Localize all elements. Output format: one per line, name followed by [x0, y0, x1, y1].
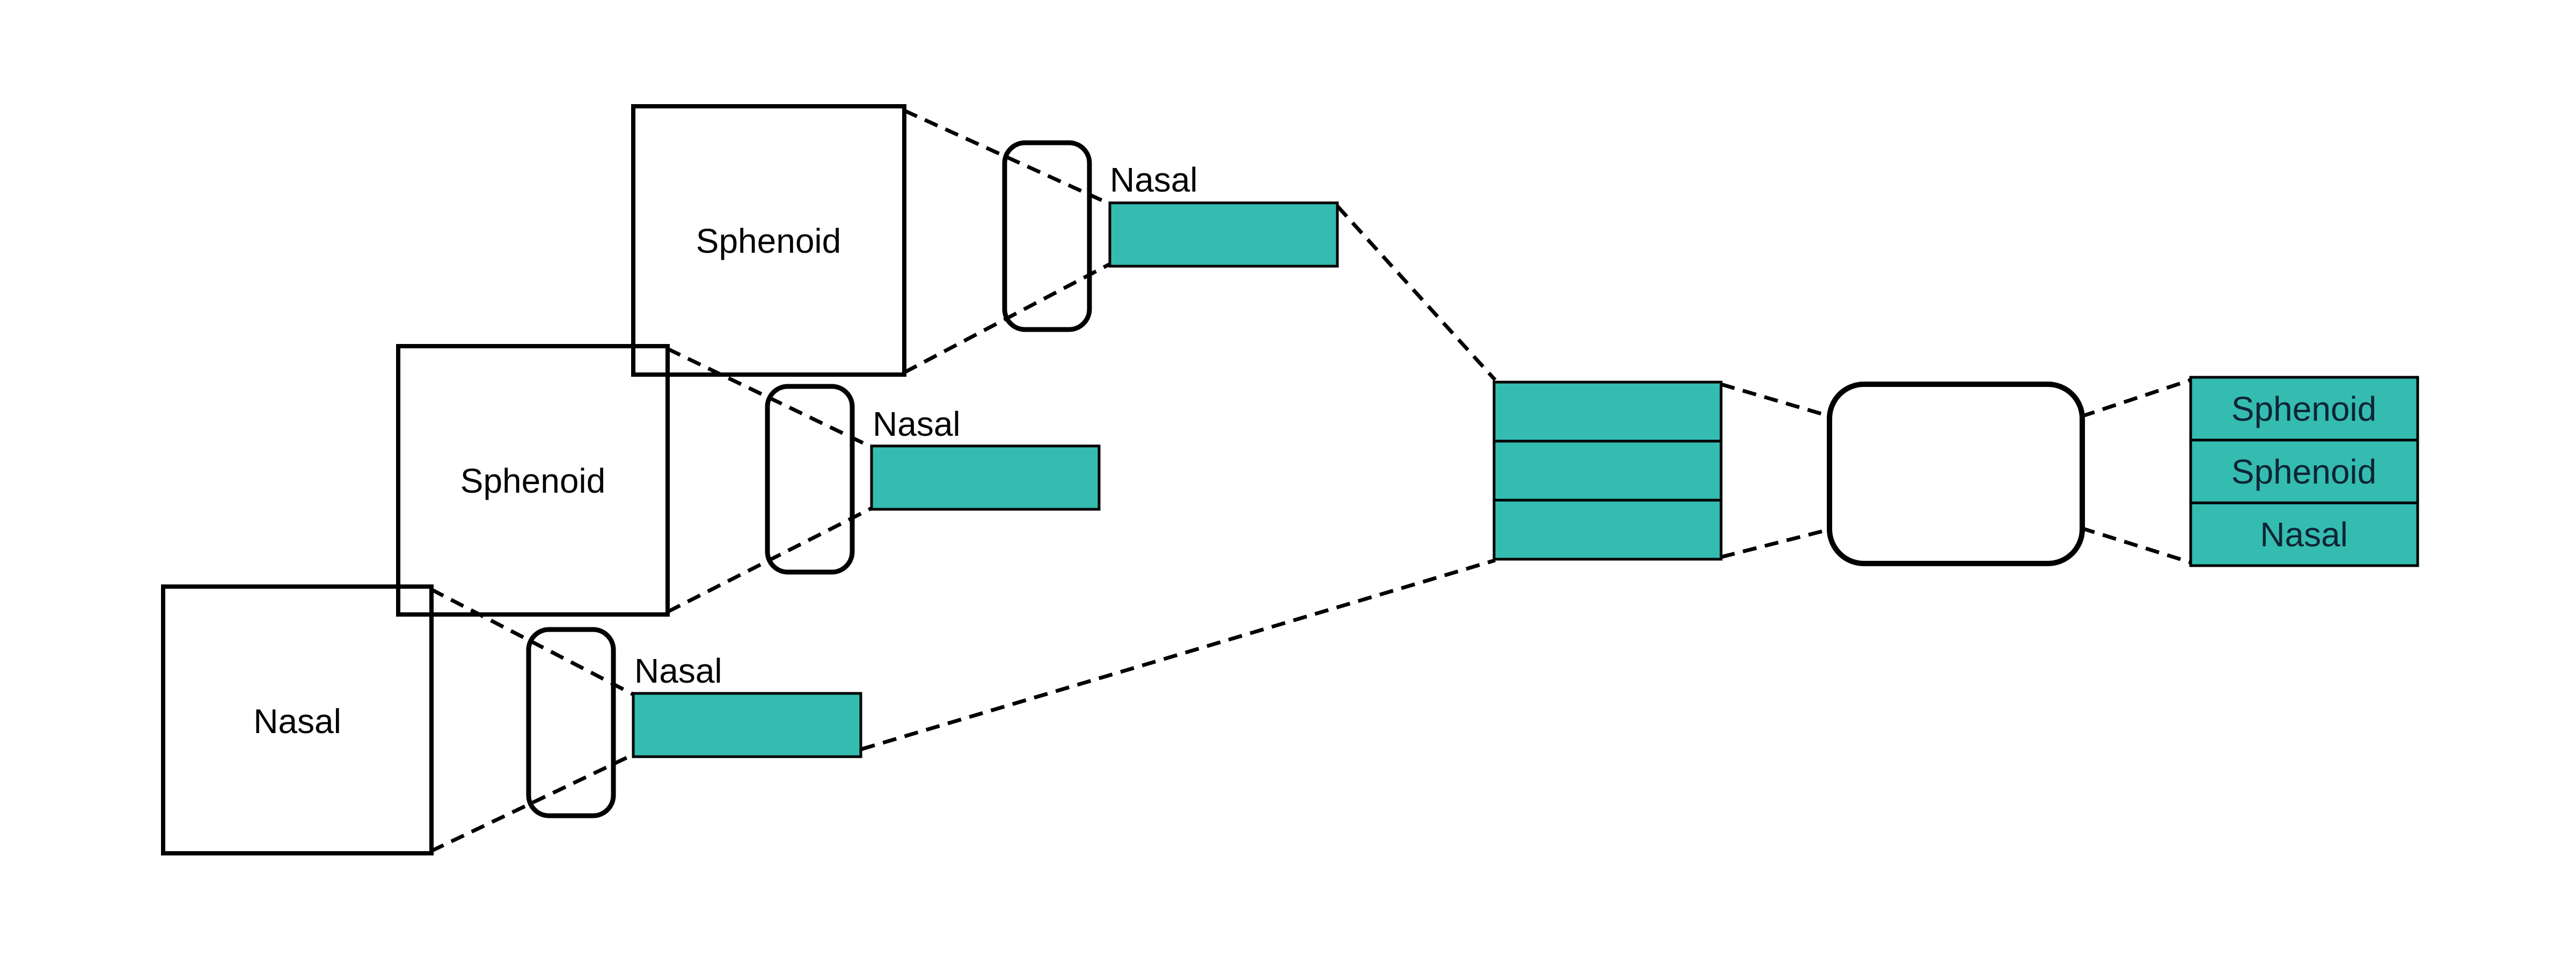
- connector-stack-classifier-bottom: [1721, 527, 1831, 559]
- input-square-label-3: Nasal: [253, 702, 341, 741]
- connector-square1-bar1-bottom: [903, 262, 1111, 375]
- patch-node-3: [526, 627, 616, 818]
- feature-bar-label-2: Nasal: [873, 405, 961, 443]
- connector-square3-bar3-bottom: [430, 752, 634, 853]
- connector-square2-bar2-top: [667, 347, 873, 449]
- patch-extractor-nodes: [526, 140, 1092, 818]
- input-square-nasal: [161, 584, 434, 855]
- stacked-feature-rect: [1492, 380, 1723, 561]
- feature-bars: [632, 201, 1339, 758]
- input-squares: [161, 104, 906, 855]
- connector-stack-classifier-top: [1721, 382, 1831, 419]
- prediction-row-label-1: Sphenoid: [2231, 390, 2376, 428]
- stacked-feature-box: [1492, 380, 1723, 561]
- connector-square1-bar1-top: [903, 108, 1111, 206]
- prediction-rect: [2189, 376, 2419, 567]
- feature-bar-label-3: Nasal: [634, 652, 722, 690]
- prediction-box: [2189, 376, 2419, 567]
- feature-bar-label-1: Nasal: [1110, 160, 1198, 199]
- prediction-row-label-3: Nasal: [2260, 515, 2348, 554]
- connector-bar3-stack: [861, 558, 1496, 751]
- patch-node-2: [765, 384, 855, 575]
- input-square-sphenoid-2: [396, 344, 670, 617]
- classifier-node: [1827, 382, 2085, 566]
- feature-bar-1: [1108, 201, 1339, 268]
- prediction-row-label-2: Sphenoid: [2231, 452, 2376, 491]
- connector-square3-bar3-top: [430, 587, 634, 697]
- connector-classifier-output-bottom: [2080, 526, 2192, 565]
- input-square-sphenoid-1: [631, 104, 906, 377]
- input-square-label-2: Sphenoid: [460, 462, 605, 500]
- connector-classifier-output-top: [2080, 378, 2192, 419]
- connectors: [430, 108, 2192, 853]
- input-square-label-1: Sphenoid: [696, 222, 841, 260]
- patch-node-1: [1002, 140, 1092, 332]
- feature-bar-3: [632, 692, 862, 758]
- feature-bar-2: [870, 444, 1101, 511]
- connector-bar1-stack: [1336, 204, 1497, 382]
- connector-square2-bar2-bottom: [667, 506, 873, 614]
- labels: Sphenoid Sphenoid Nasal Nasal Nasal Nasa…: [253, 160, 2376, 741]
